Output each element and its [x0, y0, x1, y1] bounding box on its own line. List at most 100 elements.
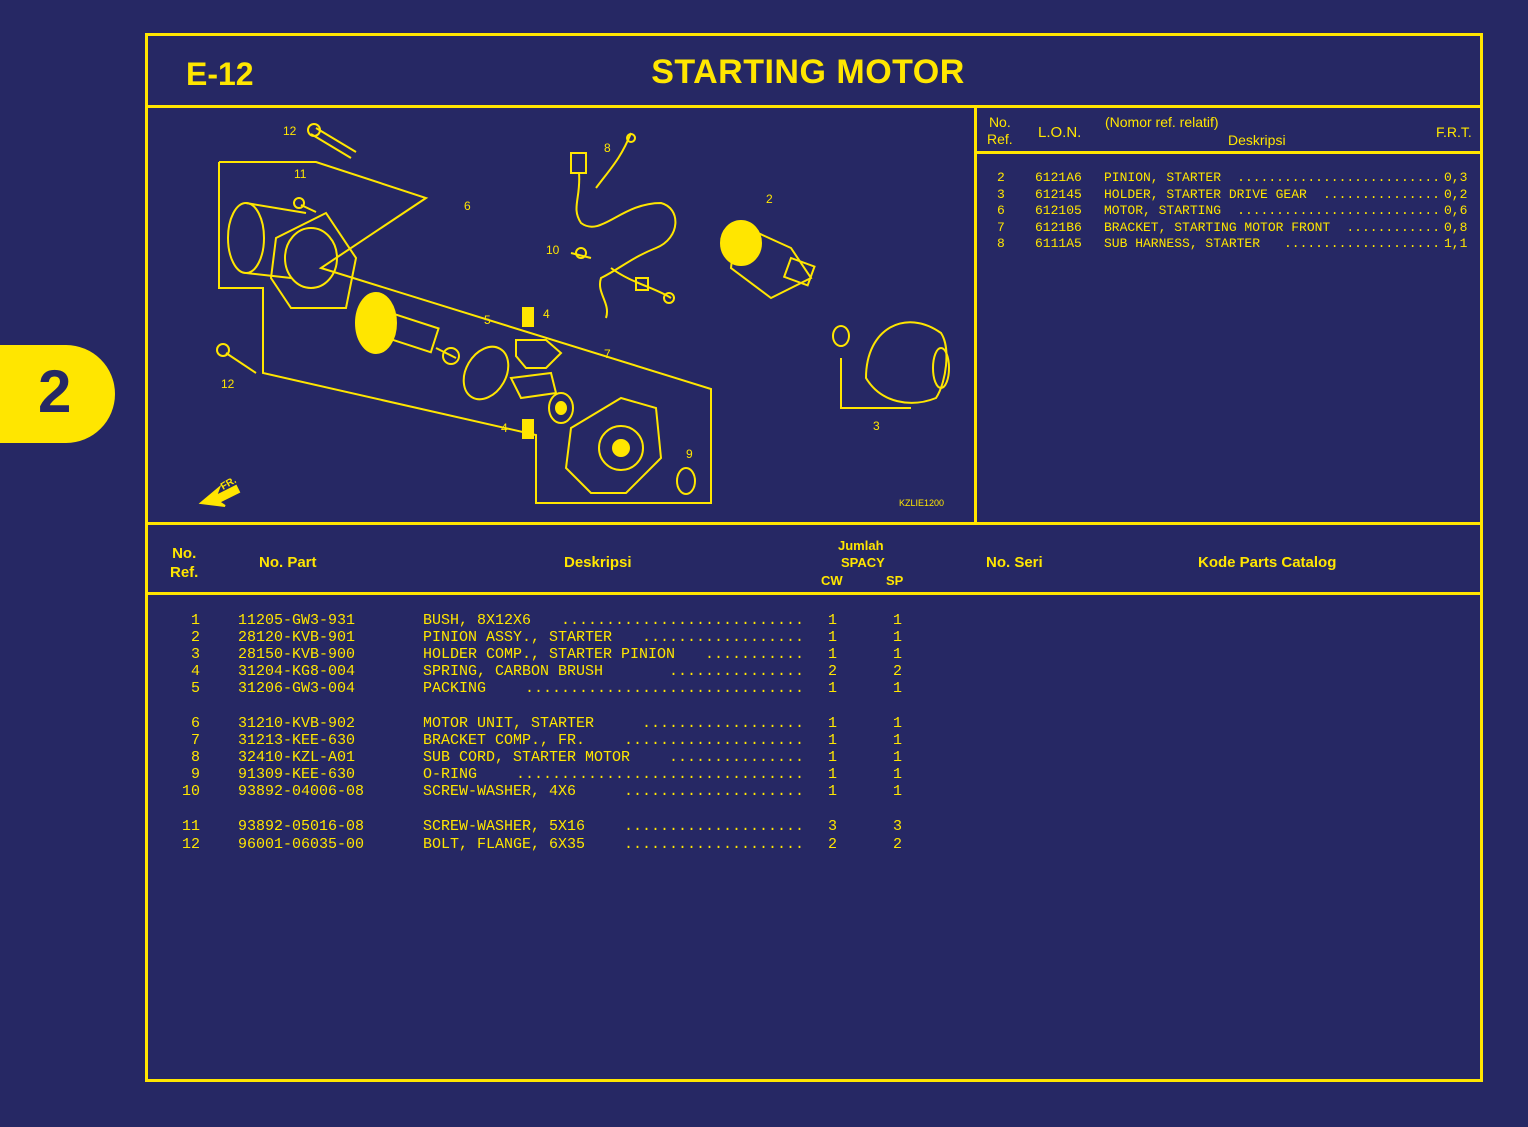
part-description: PINION ASSY., STARTER [423, 629, 613, 646]
divider [148, 105, 1480, 108]
callout-label: 10 [546, 243, 560, 257]
callout-label: 11 [294, 167, 307, 181]
qty-sp: 1 [893, 629, 903, 646]
callout-label: 7 [604, 347, 611, 361]
ref-number: 3 [997, 186, 1005, 202]
ref-number: 8 [190, 749, 200, 766]
part-description: MOTOR UNIT, STARTER [423, 715, 595, 732]
ref-number: 8 [997, 236, 1005, 251]
part-description: PACKING [423, 680, 487, 697]
qty-sp: 2 [893, 663, 903, 680]
qty-sp: 1 [893, 612, 903, 629]
ref-header-no: No. Ref. [987, 114, 1013, 147]
figure-code: KZLIE1200 [899, 498, 944, 508]
callout-label: 4 [543, 307, 550, 321]
ref-number: 2 [997, 170, 1005, 185]
leader-dots: .................... [623, 836, 804, 853]
callout-label: 12 [221, 377, 235, 391]
divider [148, 592, 1480, 595]
divider [974, 105, 977, 524]
qty-cw: 2 [828, 663, 838, 680]
part-description: BUSH, 8X12X6 [423, 612, 532, 629]
frt-value: 0,6 [1444, 203, 1468, 218]
qty-sp: 2 [893, 836, 903, 853]
frt-value: 1,1 [1444, 236, 1468, 251]
part-description: SCREW-WASHER, 5X16 [423, 818, 586, 835]
part-description: SPRING, CARBON BRUSH [423, 663, 604, 680]
leader-dots: ........... [704, 646, 804, 663]
parts-header-catalog: Kode Parts Catalog [1198, 554, 1337, 571]
leader-dots: .......................... [1237, 203, 1440, 218]
qty-sp: 1 [893, 732, 903, 749]
ref-number: 6 [190, 715, 200, 732]
ref-description: BRACKET, STARTING MOTOR FRONT [1104, 219, 1331, 235]
leader-dots: ............ [1346, 219, 1440, 235]
leader-dots: ............... [1322, 186, 1440, 202]
ref-header-frt: F.R.T. [1436, 124, 1472, 140]
qty-cw: 1 [828, 766, 838, 783]
ref-header-lon: L.O.N. [1038, 124, 1082, 141]
qty-sp: 1 [893, 749, 903, 766]
part-description: BRACKET COMP., FR. [423, 732, 586, 749]
callout-label: 12 [283, 124, 297, 138]
section-tab-number: 2 [38, 358, 72, 425]
leader-dots: .................. [641, 629, 804, 646]
part-number: 96001-06035-00 [238, 836, 365, 853]
callout-label: 5 [484, 313, 491, 327]
lon-code: 6111A5 [1035, 236, 1082, 251]
leader-dots: .................... [1283, 236, 1440, 251]
ref-description: HOLDER, STARTER DRIVE GEAR [1104, 186, 1307, 202]
qty-sp: 1 [893, 715, 903, 732]
ref-number: 12 [181, 836, 200, 853]
part-number: 28120-KVB-901 [238, 629, 356, 646]
qty-cw: 1 [828, 612, 838, 629]
ref-number: 9 [190, 766, 200, 783]
ref-number: 6 [997, 203, 1005, 218]
callout-label: 6 [464, 199, 471, 213]
ref-description: SUB HARNESS, STARTER [1104, 236, 1261, 251]
leader-dots: .................... [623, 783, 804, 800]
part-description: O-RING [423, 766, 478, 783]
callout-label: 2 [766, 192, 773, 206]
leader-dots: .................. [641, 715, 804, 732]
qty-cw: 1 [828, 680, 838, 697]
leader-dots: .......................... [1237, 170, 1440, 185]
qty-cw: 2 [828, 836, 838, 853]
part-number: 32410-KZL-A01 [238, 749, 356, 766]
ref-number: 7 [190, 732, 200, 749]
lon-code: 612145 [1035, 186, 1082, 202]
catalog-page: E-12 STARTING MOTOR [145, 33, 1483, 1082]
qty-sp: 1 [893, 766, 903, 783]
page-code: E-12 [186, 56, 254, 92]
qty-cw: 1 [828, 732, 838, 749]
leader-dots: ............... [668, 663, 804, 680]
section-tab[interactable]: 2 [0, 345, 115, 443]
ref-description: PINION, STARTER [1104, 170, 1222, 185]
qty-cw: 1 [828, 783, 838, 800]
divider [148, 522, 1480, 525]
part-description: SCREW-WASHER, 4X6 [423, 783, 577, 800]
divider [977, 151, 1480, 154]
qty-cw: 1 [828, 715, 838, 732]
page-title: STARTING MOTOR [651, 53, 965, 91]
part-description: HOLDER COMP., STARTER PINION [423, 646, 676, 663]
qty-cw: 1 [828, 629, 838, 646]
qty-cw: 3 [828, 818, 838, 835]
leader-dots: ............... [668, 749, 804, 766]
frt-value: 0,2 [1444, 186, 1468, 202]
part-number: 28150-KVB-900 [238, 646, 356, 663]
lon-code: 6121A6 [1035, 170, 1082, 185]
leader-dots: ............................... [524, 680, 804, 697]
frt-value: 0,8 [1444, 219, 1468, 235]
parts-header-ref: No. Ref. [170, 545, 199, 581]
part-number: 91309-KEE-630 [238, 766, 356, 783]
qty-cw: 1 [828, 749, 838, 766]
leader-dots: ................................ [515, 766, 804, 783]
callout-label: 3 [873, 419, 880, 433]
ref-header-note: (Nomor ref. relatif) [1105, 114, 1219, 130]
part-number: 31213-KEE-630 [238, 732, 356, 749]
parts-header-desc: Deskripsi [564, 554, 632, 571]
ref-description: MOTOR, STARTING [1104, 203, 1222, 218]
callout-label: 4 [501, 421, 508, 435]
ref-number: 2 [190, 629, 200, 646]
